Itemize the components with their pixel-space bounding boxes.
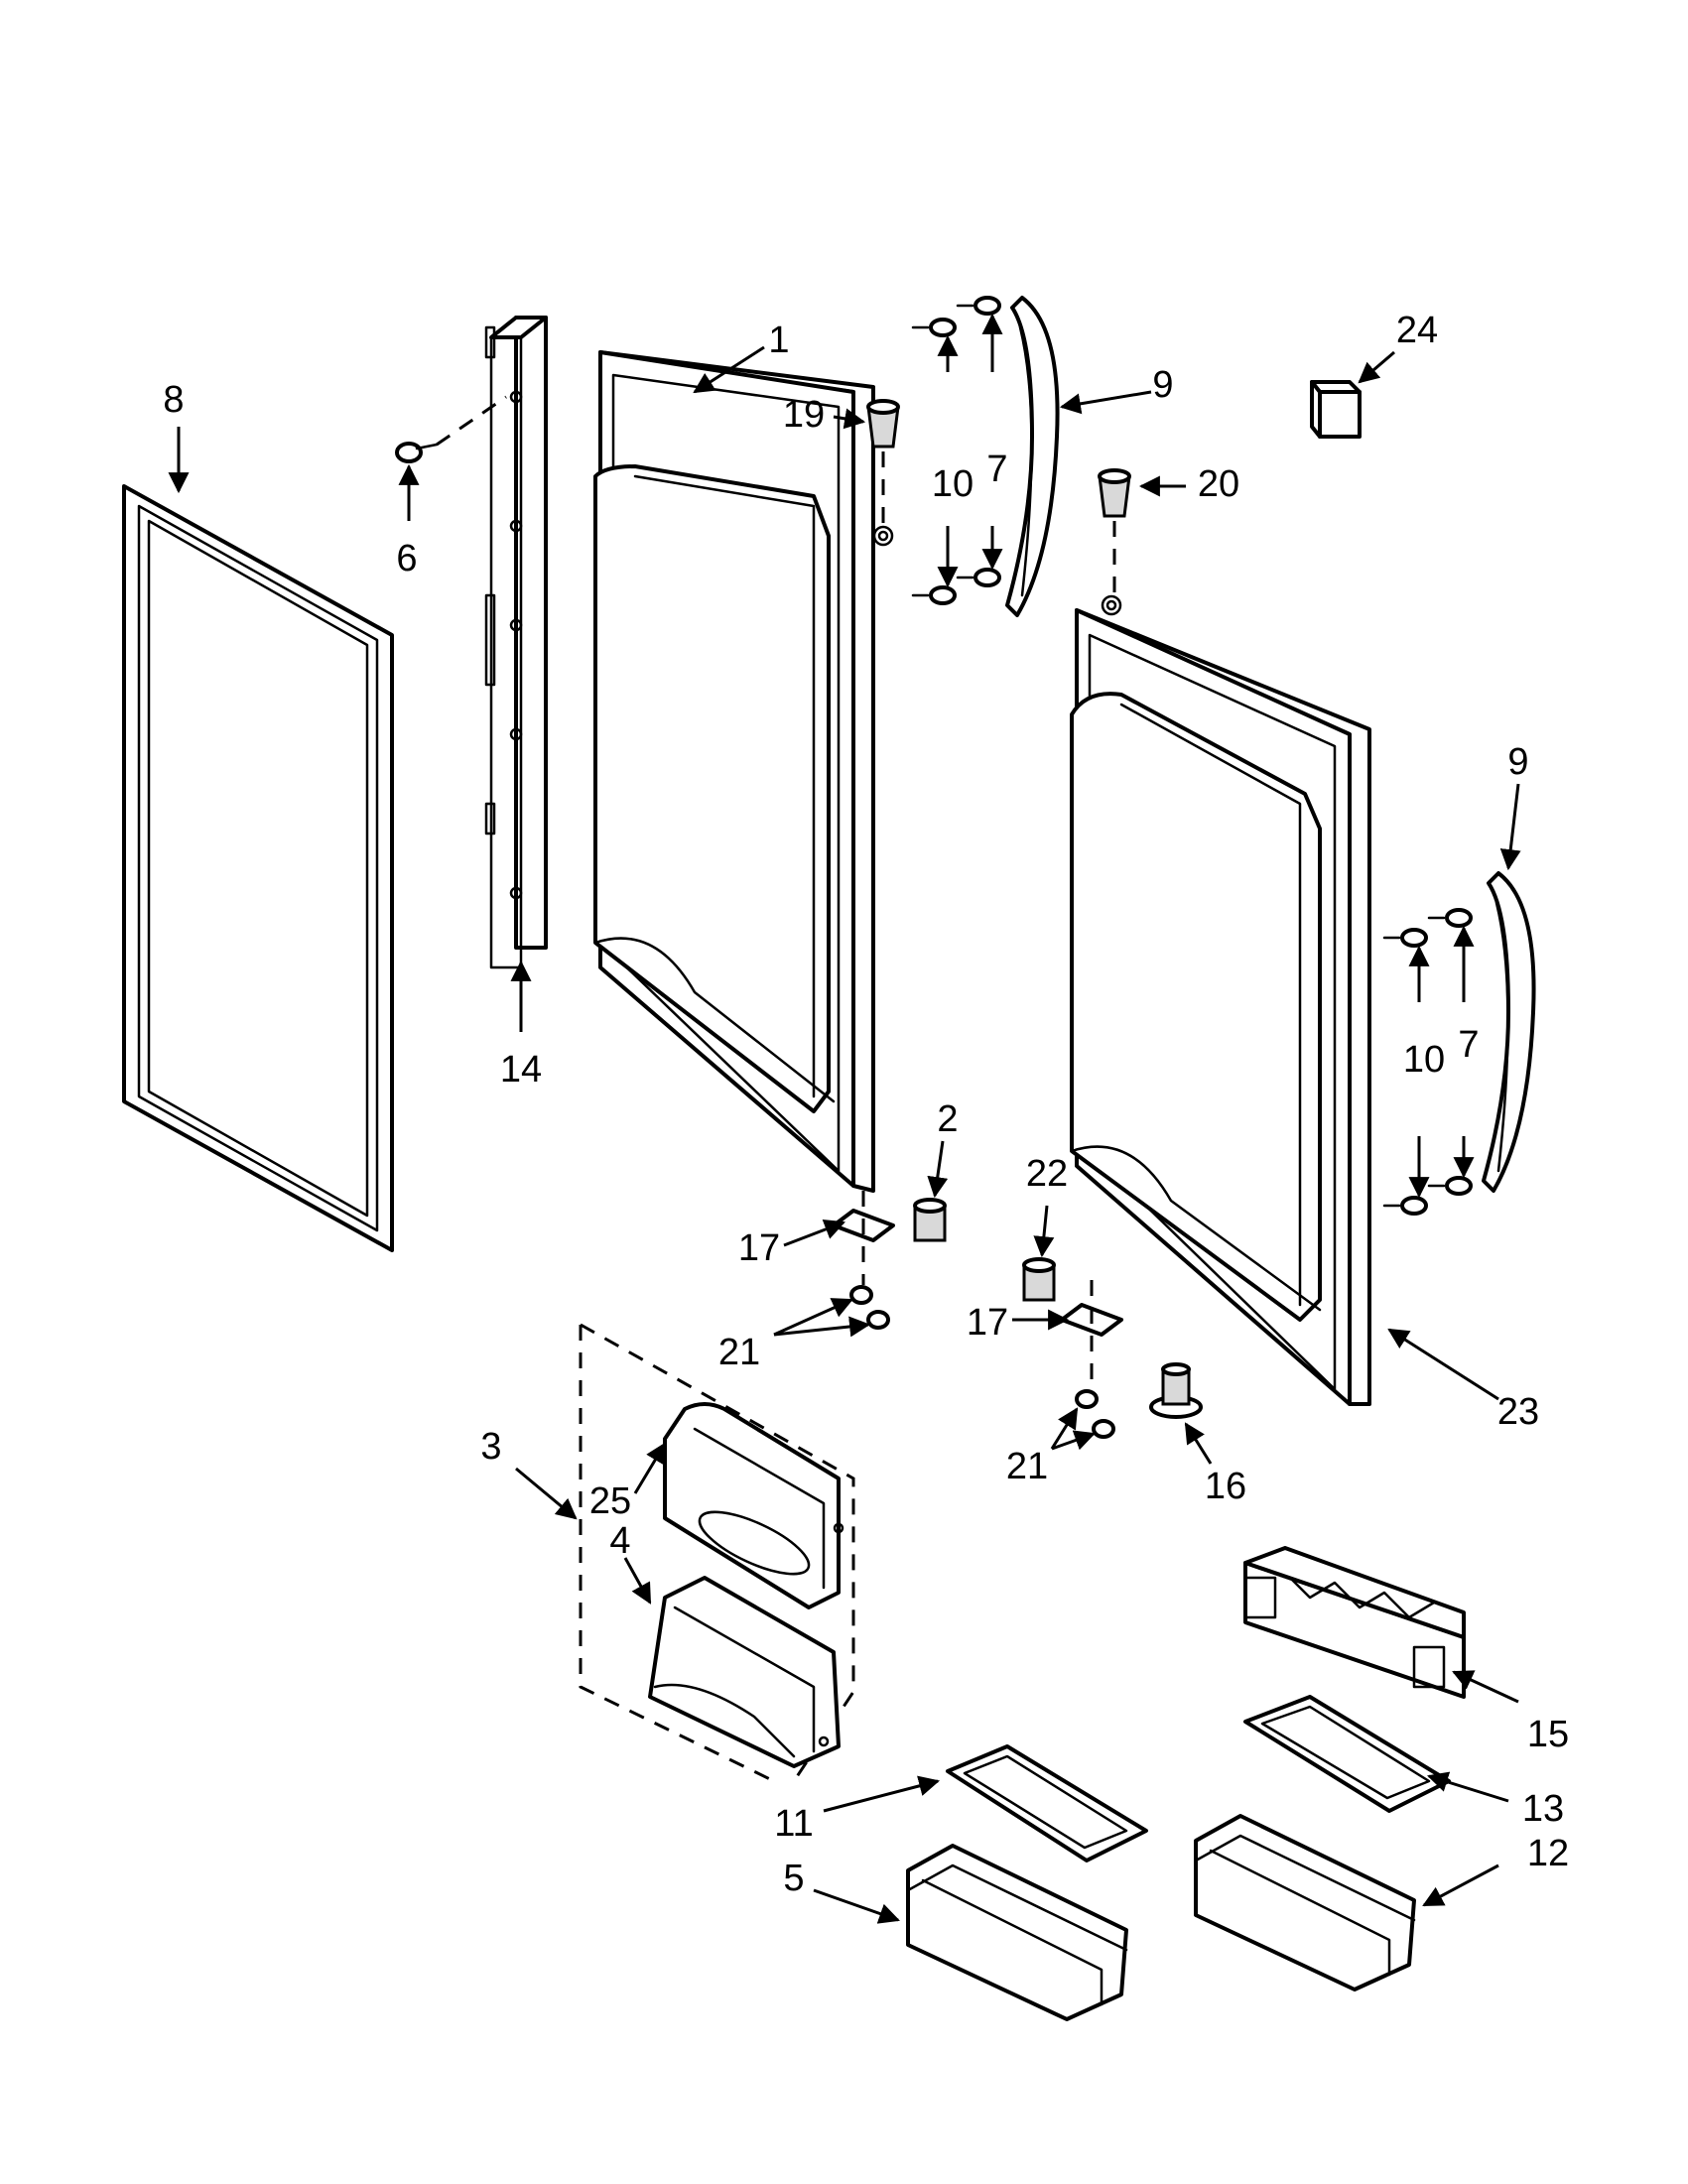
label-24	[1310, 380, 1362, 439]
door-gasket	[122, 484, 394, 1252]
callout-21-right: 21	[1006, 1446, 1048, 1487]
shelf-13	[1243, 1695, 1451, 1813]
handle-screws-right	[1382, 908, 1473, 1216]
callout-5: 5	[783, 1858, 804, 1899]
screws-21-right	[1075, 1389, 1115, 1439]
callout-13: 13	[1522, 1788, 1564, 1830]
callout-15: 15	[1527, 1714, 1569, 1755]
callout-9-top: 9	[1152, 364, 1173, 406]
callout-22: 22	[1026, 1153, 1068, 1195]
door-bin-12	[1194, 1814, 1416, 1991]
screws-21-left	[849, 1285, 890, 1330]
callout-17-left: 17	[738, 1227, 780, 1269]
dispenser-cover-25	[663, 1402, 844, 1609]
dispenser-bin-4	[648, 1576, 841, 1768]
screw-6	[395, 395, 507, 463]
callout-9-right: 9	[1507, 741, 1528, 783]
callout-25: 25	[589, 1480, 631, 1522]
callout-19: 19	[783, 394, 825, 436]
callout-10-right: 10	[1403, 1039, 1445, 1081]
callout-4: 4	[609, 1520, 630, 1562]
bushing-2	[913, 1198, 947, 1242]
callout-16: 16	[1205, 1466, 1246, 1507]
callout-12: 12	[1527, 1833, 1569, 1874]
handle-9-top	[1005, 296, 1060, 617]
bracket-17-left	[832, 1191, 895, 1285]
bracket-17-right	[1060, 1280, 1123, 1384]
callout-7-top: 7	[986, 449, 1007, 490]
right-door	[1070, 594, 1371, 1406]
handle-9-right	[1482, 871, 1536, 1193]
callout-21-left: 21	[718, 1332, 760, 1373]
callout-23: 23	[1497, 1391, 1539, 1433]
callout-11: 11	[774, 1803, 813, 1845]
hinge-trim-strip	[484, 316, 548, 969]
callout-8: 8	[163, 379, 184, 421]
callout-20: 20	[1198, 463, 1239, 505]
callout-24: 24	[1396, 310, 1438, 351]
leader-lines	[168, 313, 1521, 1924]
callout-17-right: 17	[967, 1302, 1008, 1344]
callout-7-right: 7	[1458, 1024, 1479, 1066]
callout-14: 14	[500, 1049, 542, 1091]
callout-labels: 8 6 14 1 19 9 10 7 20 24 9 10 7 2 22 17 …	[163, 310, 1569, 1899]
dispenser-assembly	[579, 1323, 855, 1783]
bushing-20	[1098, 468, 1131, 595]
callout-6: 6	[396, 538, 417, 579]
egg-tray-15	[1243, 1546, 1466, 1699]
callout-2: 2	[937, 1098, 958, 1140]
bushing-19	[866, 399, 900, 526]
left-door	[593, 350, 894, 1193]
bushing-22	[1022, 1257, 1056, 1302]
callout-1: 1	[768, 320, 789, 361]
callout-10-top: 10	[932, 463, 974, 505]
callout-3: 3	[480, 1426, 501, 1468]
shelf-11	[946, 1744, 1148, 1863]
hinge-pin-16	[1149, 1362, 1203, 1419]
door-bin-5	[906, 1844, 1128, 2021]
